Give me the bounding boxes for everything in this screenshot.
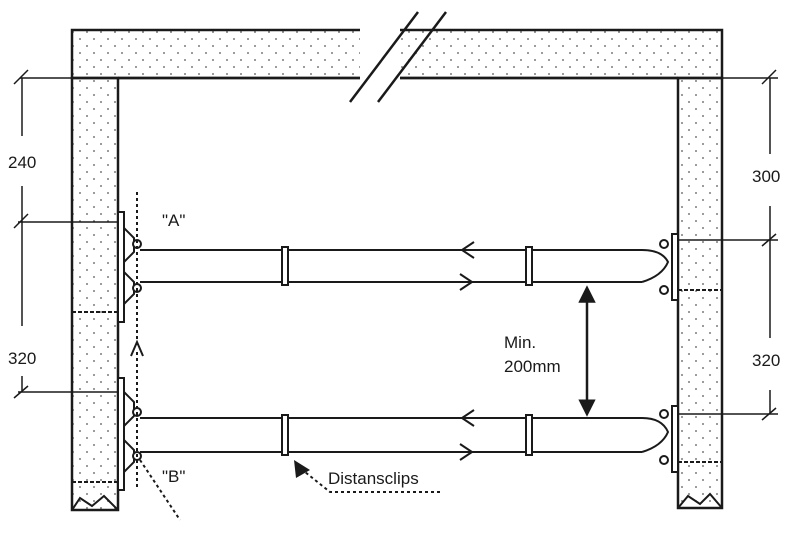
walls: [70, 11, 724, 512]
flow-left-arrow-icon: [460, 409, 475, 427]
min-label-line2: 200mm: [504, 357, 561, 376]
left-wall: [70, 76, 120, 512]
left-dimensions: 240 320: [8, 69, 118, 399]
dimension-right-top: 300: [752, 167, 780, 186]
detail-a-label: "A": [162, 211, 185, 230]
up-arrow-icon: [130, 339, 144, 357]
dimension-right-bottom: 320: [752, 351, 780, 370]
right-wall: [676, 76, 724, 510]
flow-left-arrow-icon: [460, 241, 475, 259]
min-label-line1: Min.: [504, 333, 536, 352]
callout-arrow-icon: [294, 460, 310, 478]
right-dimensions: 300 320: [678, 69, 780, 421]
flow-right-arrow-icon: [459, 273, 474, 291]
distansclips-callout: Distansclips: [294, 460, 440, 493]
pipe-clip: [281, 414, 289, 456]
min-distance-indicator: Min. 200mm: [504, 285, 596, 417]
pipe-clip: [525, 246, 533, 286]
pipe-clip: [281, 246, 289, 286]
right-bracket-bottom: [641, 405, 679, 473]
dimension-left-top: 240: [8, 153, 36, 172]
right-bracket-top: [641, 233, 679, 301]
detail-b-label: "B": [162, 467, 185, 486]
detail-markers: "A" "B": [130, 192, 185, 521]
break-symbol: [349, 11, 447, 103]
dimension-left-bottom: 320: [8, 349, 36, 368]
pipe-clip: [525, 414, 533, 456]
flow-right-arrow-icon: [459, 443, 474, 461]
upper-pipe-pair: [140, 241, 642, 291]
lower-pipe-pair: [140, 409, 642, 461]
distansclips-label: Distansclips: [328, 469, 419, 488]
